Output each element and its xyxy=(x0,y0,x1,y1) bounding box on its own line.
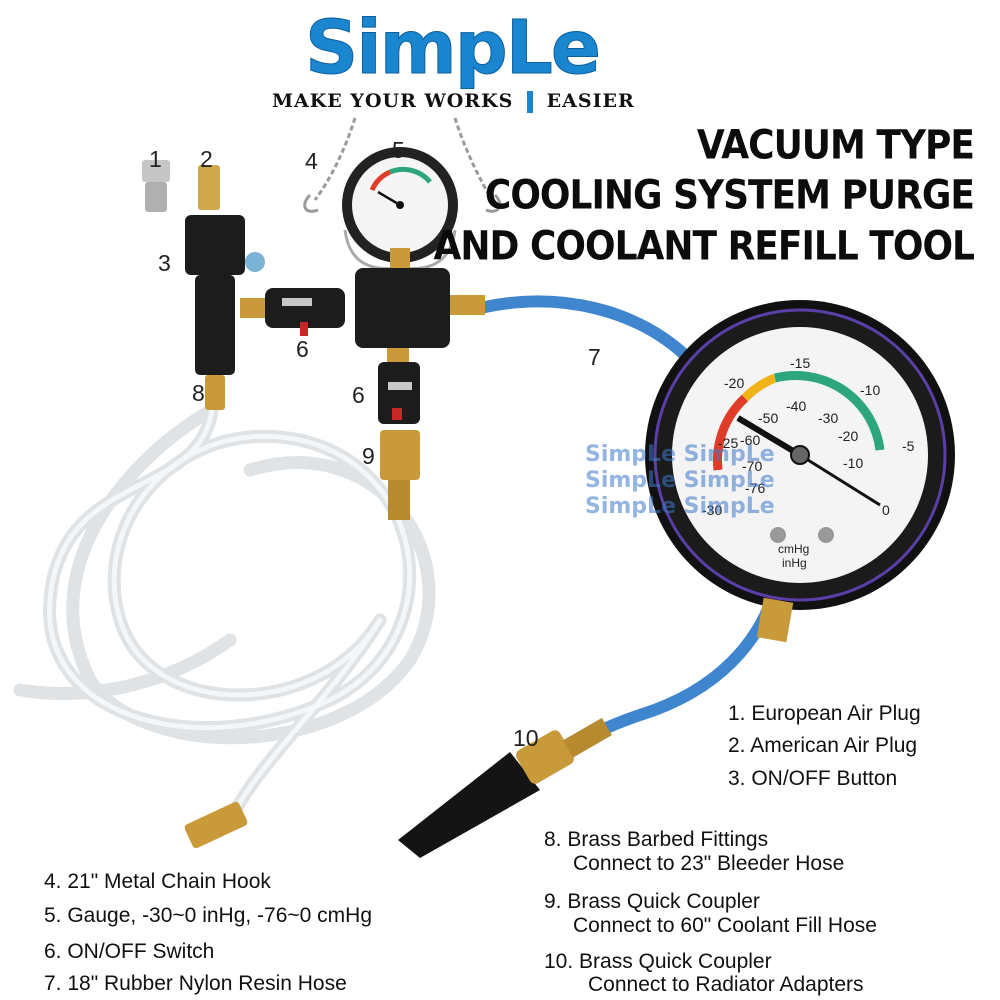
gauge-label: -50 xyxy=(758,410,779,426)
callout-1: 1 xyxy=(149,146,162,172)
brand-logo: SimpLe xyxy=(304,5,601,91)
tagline-divider xyxy=(527,91,534,113)
callout-10: 10 xyxy=(513,725,539,751)
gauge-label: -5 xyxy=(902,438,915,454)
gauge-unit-cmhg: cmHg xyxy=(778,542,810,556)
callout-2: 2 xyxy=(200,146,213,172)
callout-4: 4 xyxy=(305,148,318,174)
legend-item-8-line-1: 8. Brass Barbed Fittings xyxy=(544,828,769,851)
tagline-left: MAKE YOUR WORKS xyxy=(272,90,514,112)
callout-7: 7 xyxy=(588,344,601,370)
legend-item-7: 7. 18" Rubber Nylon Resin Hose xyxy=(44,972,347,995)
small-gauge xyxy=(342,147,458,271)
callout-8: 8 xyxy=(192,380,205,406)
gauge-label: -25 xyxy=(718,435,739,451)
callout-5: 5 xyxy=(392,137,405,163)
clear-bleeder-hose xyxy=(13,403,436,827)
product-title-line-2: COOLING SYSTEM PURGE xyxy=(484,172,975,219)
gauge-label: -30 xyxy=(702,502,723,518)
gauge-label: -15 xyxy=(790,355,811,371)
gauge-label: -70 xyxy=(742,458,763,474)
legend-item-5: 5. Gauge, -30~0 inHg, -76~0 cmHg xyxy=(44,904,373,927)
gauge-label: -30 xyxy=(818,410,839,426)
brand-tagline: MAKE YOUR WORKS EASIER xyxy=(272,90,635,113)
left-valve-body xyxy=(142,160,265,410)
legend-item-6: 6. ON/OFF Switch xyxy=(44,940,215,963)
legend-item-3: 3. ON/OFF Button xyxy=(728,767,898,790)
gauge-label: -10 xyxy=(860,382,881,398)
large-gauge xyxy=(645,300,955,643)
clear-hose-brass-end xyxy=(184,801,248,849)
gauge-label: -20 xyxy=(838,428,859,444)
watermark-line: SimpLe SimpLe xyxy=(585,468,775,493)
rubber-cone-adapter xyxy=(398,717,612,858)
legend-item-4: 4. 21" Metal Chain Hook xyxy=(44,870,271,893)
legend-item-2: 2. American Air Plug xyxy=(728,734,918,757)
legend-item-1: 1. European Air Plug xyxy=(728,702,921,725)
gauge-label: 0 xyxy=(882,502,890,518)
blue-hose-upper xyxy=(478,295,695,365)
legend-item-9-line-1: 9. Brass Quick Coupler xyxy=(544,890,760,913)
gauge-label: -10 xyxy=(843,455,864,471)
tagline-right: EASIER xyxy=(546,90,635,112)
horizontal-valve xyxy=(240,288,345,336)
watermark-line: SimpLe SimpLe xyxy=(585,494,775,519)
legend-item-9-line-2: Connect to 60" Coolant Fill Hose xyxy=(573,914,877,937)
gauge-label: -76 xyxy=(745,480,766,496)
callout-6-horizontal: 6 xyxy=(296,336,309,362)
chain-hook xyxy=(303,117,502,213)
gauge-unit-inhg: inHg xyxy=(782,556,807,570)
gauge-label: -60 xyxy=(740,432,761,448)
legend-item-10-line-1: 10. Brass Quick Coupler xyxy=(544,950,772,973)
gauge-label: -20 xyxy=(724,375,745,391)
watermark-line: SimpLe SimpLe xyxy=(585,442,775,467)
callout-3: 3 xyxy=(158,250,171,276)
callout-9: 9 xyxy=(362,443,375,469)
product-title-line-3: AND COOLANT REFILL TOOL xyxy=(433,223,975,270)
legend-item-10-line-2: Connect to Radiator Adapters xyxy=(588,973,864,996)
callout-6-vertical: 6 xyxy=(352,382,365,408)
center-valve-body xyxy=(355,248,485,520)
legend-item-8-line-2: Connect to 23" Bleeder Hose xyxy=(573,852,845,875)
product-title-line-1: VACUUM TYPE xyxy=(696,122,975,169)
gauge-label: -40 xyxy=(786,398,807,414)
